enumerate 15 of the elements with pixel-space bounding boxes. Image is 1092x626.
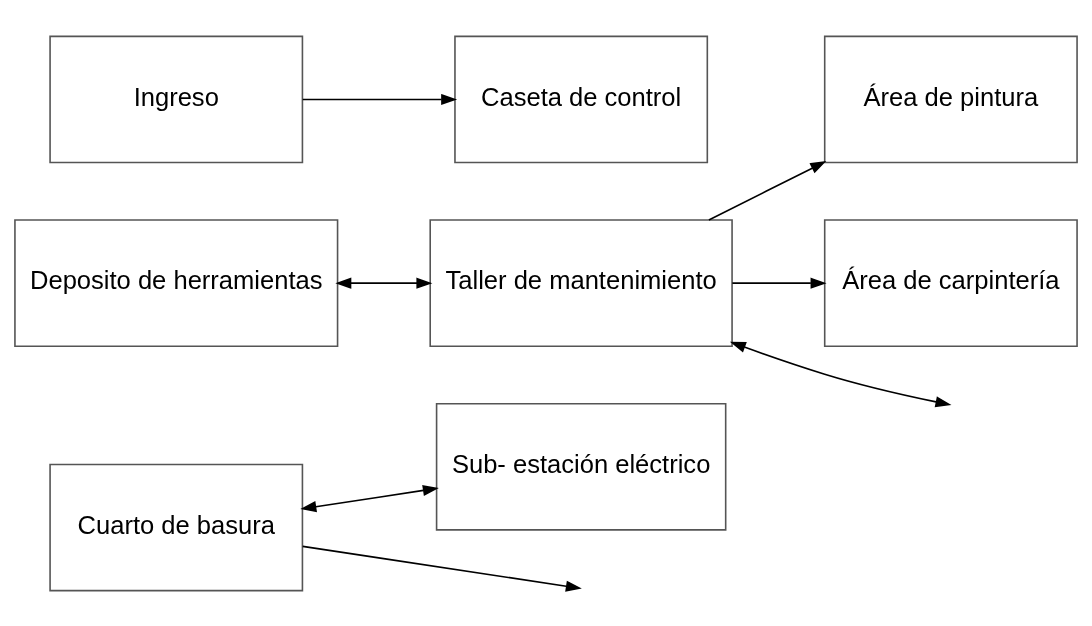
node-box: Taller de mantenimiento <box>429 218 733 347</box>
node-box: Cuarto de basura <box>49 463 304 591</box>
node-box: Área de pintura <box>823 35 1078 163</box>
node-box: Sub- estación eléctrico <box>435 402 727 531</box>
node-box: Caseta de control <box>454 35 709 163</box>
node-box: Área de carpintería <box>823 218 1078 347</box>
arrow <box>729 341 952 407</box>
node-box: Ingreso <box>49 35 304 163</box>
arrow <box>335 277 433 289</box>
arrow <box>300 484 439 512</box>
arrow <box>301 545 582 592</box>
arrow <box>301 93 458 105</box>
arrow <box>731 277 827 289</box>
arrow <box>708 160 827 221</box>
node-box: Deposito de herramientas <box>14 218 339 347</box>
